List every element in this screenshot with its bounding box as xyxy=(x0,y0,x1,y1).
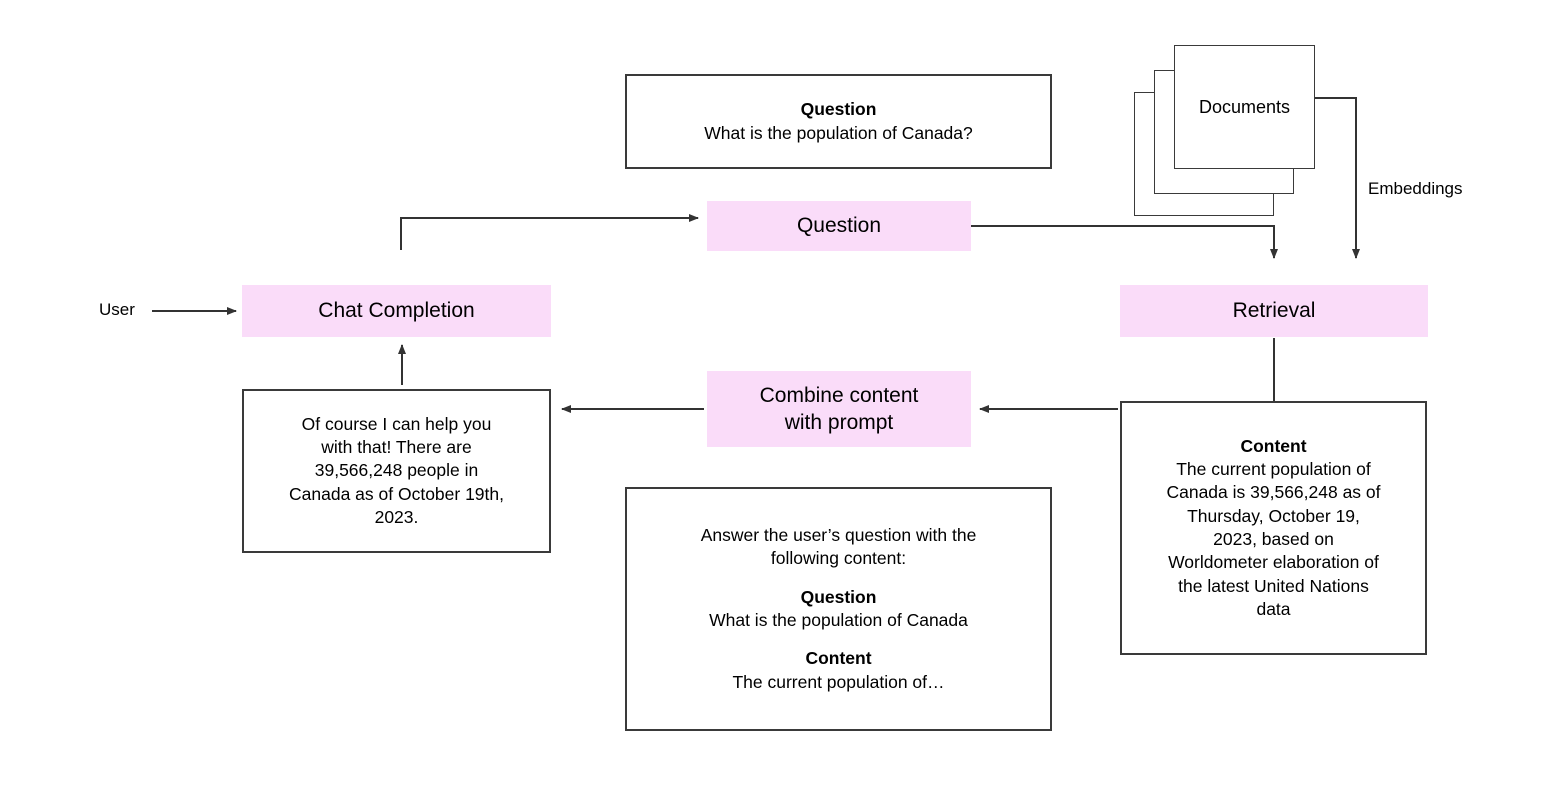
combine-step-label-line2: with prompt xyxy=(784,411,894,434)
answer-line-2: with that! There are xyxy=(321,437,472,458)
combine-step-node[interactable]: Combine content with prompt xyxy=(707,371,971,447)
content-box-line-1: The current population of xyxy=(1176,459,1371,480)
chat-completion-step-node[interactable]: Chat Completion xyxy=(242,285,551,337)
question-input-box: Question What is the population of Canad… xyxy=(625,74,1052,169)
edge-documents-embeddings xyxy=(1315,97,1360,259)
edge-chat-completion-to-question xyxy=(400,214,699,250)
content-box-line-2: Canada is 39,566,248 as of xyxy=(1166,482,1381,503)
user-label: User xyxy=(99,300,135,319)
prompt-intro-line-2: following content: xyxy=(770,548,907,569)
chat-completion-step-label: Chat Completion xyxy=(318,299,475,323)
answer-line-1: Of course I can help you xyxy=(301,413,492,434)
question-input-heading: Question xyxy=(800,99,877,120)
content-box-line-4: 2023, based on xyxy=(1213,529,1334,549)
question-input-body: What is the population of Canada? xyxy=(704,122,973,143)
retrieval-step-label: Retrieval xyxy=(1232,299,1316,323)
document-card-front[interactable]: Documents xyxy=(1174,45,1315,169)
question-step-node[interactable]: Question xyxy=(707,201,971,251)
content-box-line-6: the latest United Nations xyxy=(1178,575,1369,596)
content-box-line-3: Thursday, October 19, xyxy=(1187,505,1360,526)
prompt-content-text: The current population of… xyxy=(732,671,945,692)
answer-line-3: 39,566,248 people in xyxy=(314,460,479,481)
content-box-line-7: data xyxy=(1256,598,1291,619)
answer-line-4: Canada as of October 19th, xyxy=(289,483,504,504)
prompt-content-heading: Content xyxy=(805,648,872,669)
embeddings-label: Embeddings xyxy=(1368,179,1463,198)
answer-line-5: 2023. xyxy=(374,506,419,527)
content-box-heading: Content xyxy=(1240,435,1307,456)
prompt-template-box: Answer the user’s question with the foll… xyxy=(625,487,1052,731)
documents-label: Documents xyxy=(1198,96,1291,117)
prompt-question-text: What is the population of Canada xyxy=(709,610,968,630)
question-step-label: Question xyxy=(796,214,882,238)
retrieval-step-node[interactable]: Retrieval xyxy=(1120,285,1428,337)
edge-question-to-retrieval xyxy=(971,225,1278,259)
answer-output-box: Of course I can help you with that! Ther… xyxy=(242,389,551,553)
prompt-intro-line-1: Answer the user’s question with the xyxy=(700,525,977,546)
content-box: Content The current population of Canada… xyxy=(1120,401,1427,655)
prompt-question-heading: Question xyxy=(800,586,877,607)
combine-step-label-line1: Combine content xyxy=(759,383,919,407)
content-box-line-5: Worldometer elaboration of xyxy=(1168,552,1379,573)
